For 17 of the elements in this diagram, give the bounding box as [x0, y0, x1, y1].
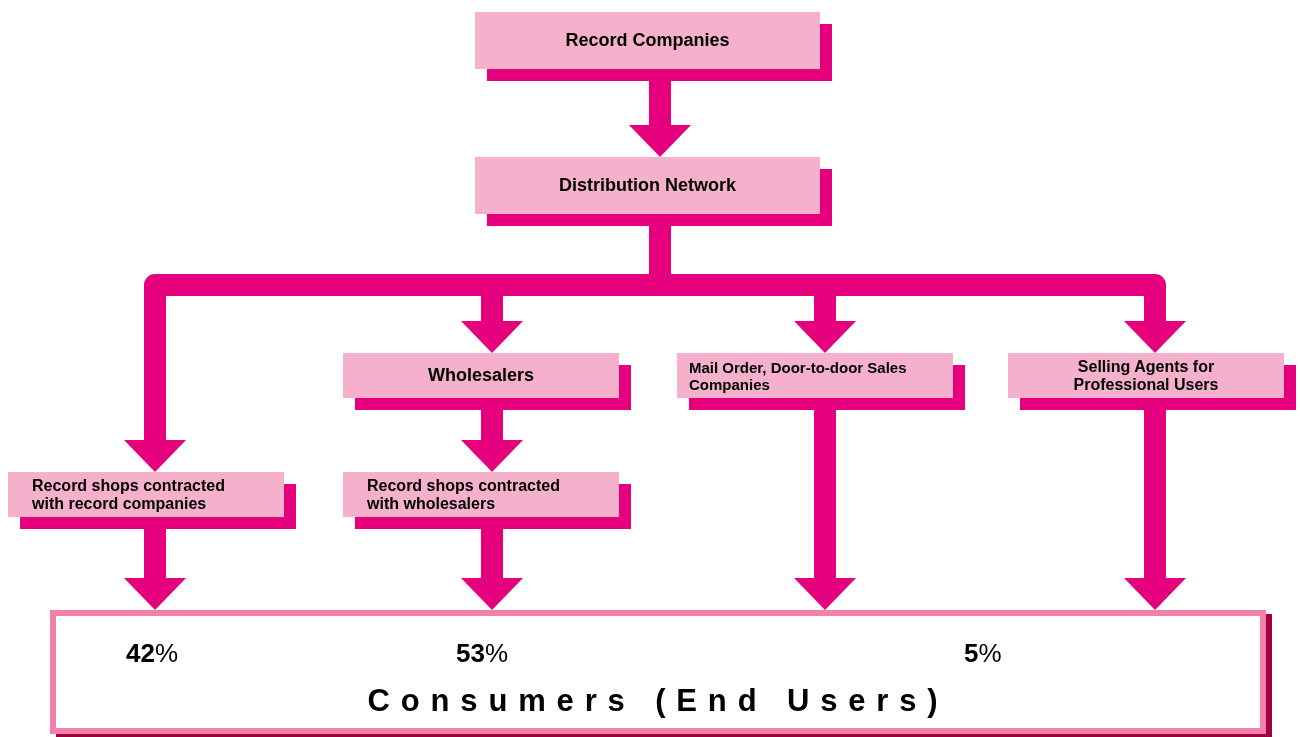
thick-arrow [629, 81, 691, 157]
consumers-title: Consumers (End Users) [367, 682, 949, 720]
box-label: Wholesalers [427, 364, 534, 387]
percentage-label: 5% [964, 637, 1002, 670]
thick-arrow [1124, 410, 1186, 610]
percentage-label: 42% [126, 637, 179, 670]
box-label: Record shops contracted with wholesalers [367, 476, 561, 513]
thick-arrow [794, 410, 856, 610]
box-label: Record Companies [565, 29, 730, 52]
thick-arrow [461, 529, 523, 610]
box-label: Distribution Network [559, 174, 736, 197]
percentage-label: 53% [456, 637, 509, 670]
thick-arrow [124, 529, 186, 610]
box-label: Selling Agents for Professional Users [1072, 357, 1220, 394]
box-label: Record shops contracted with record companies [32, 476, 226, 513]
box-label: Mail Order, Door-to-door Sales Companies [689, 358, 908, 393]
thick-arrow [461, 410, 523, 472]
